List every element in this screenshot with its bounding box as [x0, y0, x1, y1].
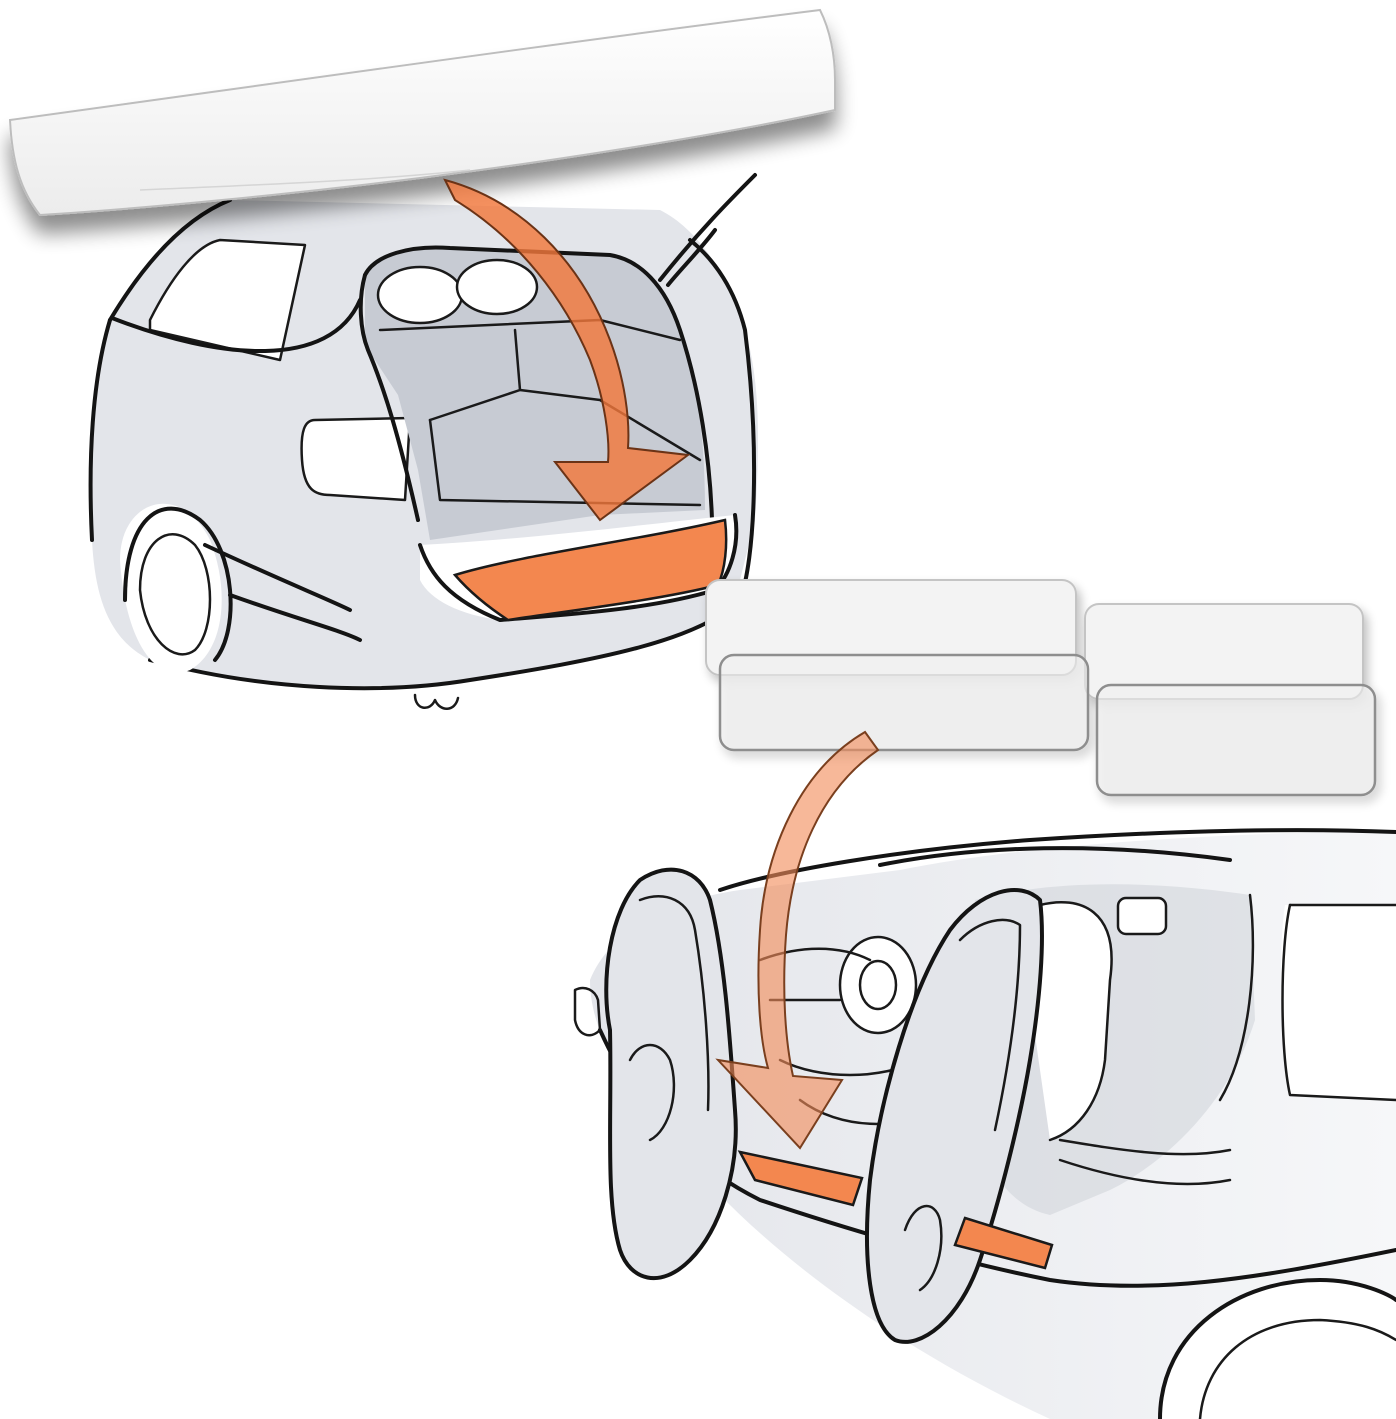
side-car-illustration — [573, 828, 1396, 1419]
bottom-arrow — [715, 730, 880, 1150]
film-sheet-rear-bottom — [1095, 683, 1377, 797]
door-sill-film-sheets — [705, 579, 1377, 797]
rear-bumper-film-sheet — [8, 8, 836, 217]
curved-arrow-down-icon — [443, 178, 691, 522]
rear-car-illustration — [88, 173, 758, 710]
curved-arrow-down-icon — [715, 730, 880, 1150]
front-door-sill-protection-film — [737, 1150, 864, 1207]
rear-door-sill-protection-film — [953, 1216, 1054, 1270]
top-arrow — [443, 178, 691, 522]
film-sheet-front-bottom — [718, 653, 1090, 752]
